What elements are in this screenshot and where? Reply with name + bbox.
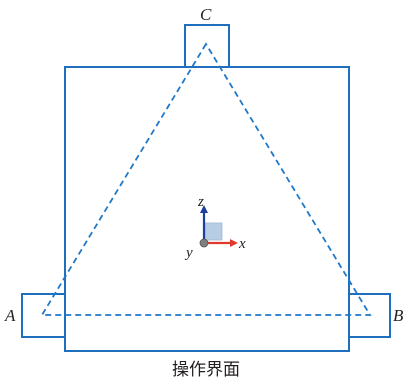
axis-indicator (199, 205, 238, 248)
top-tab (184, 24, 230, 67)
main-frame (64, 66, 350, 352)
axis-origin (199, 238, 209, 248)
axis-cube (204, 222, 223, 241)
caption: 操作界面 (172, 360, 240, 380)
left-tab (21, 293, 65, 338)
label-axis-y: y (184, 245, 193, 261)
dashed-triangle (40, 42, 372, 316)
x-axis-arrow (230, 239, 238, 247)
label-axis-z: z (197, 194, 204, 210)
right-tab (349, 293, 391, 338)
z-axis-arrow (200, 205, 208, 213)
label-point-b: B (393, 306, 404, 325)
label-point-a: A (4, 306, 16, 325)
label-axis-x: x (238, 236, 246, 252)
label-point-c: C (200, 5, 212, 24)
